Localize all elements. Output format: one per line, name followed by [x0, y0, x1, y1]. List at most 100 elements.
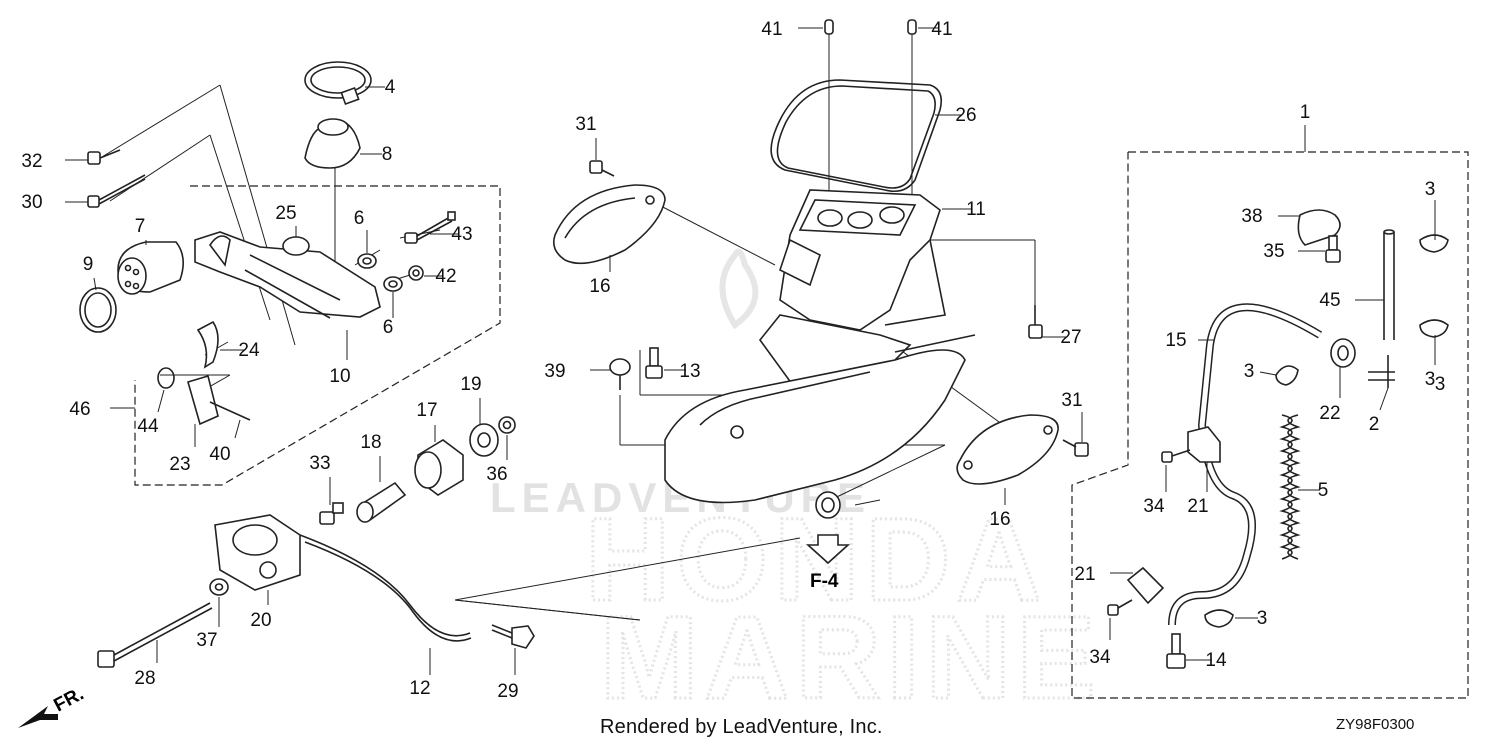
callout-p3c[interactable]: 3	[1244, 361, 1255, 382]
part-39-screw[interactable]	[609, 358, 631, 390]
part-16-cover-right[interactable]	[956, 414, 1059, 485]
callout-p40[interactable]: 40	[209, 444, 230, 465]
part-13-fitting[interactable]	[645, 347, 663, 379]
part-23-plate[interactable]	[187, 374, 219, 426]
callout-p44[interactable]: 44	[137, 416, 159, 437]
callout-p19[interactable]: 19	[460, 374, 481, 395]
callout-p10[interactable]: 10	[329, 366, 350, 387]
callout-p21b[interactable]: 21	[1074, 564, 1095, 585]
callout-p34a[interactable]: 34	[1143, 496, 1165, 517]
callout-p41a[interactable]: 41	[761, 19, 782, 40]
part-31-bolt-upper[interactable]	[589, 160, 615, 177]
callout-p16b[interactable]: 16	[989, 509, 1010, 530]
callout-p9[interactable]: 9	[83, 254, 94, 275]
part-30-bolt[interactable]	[87, 174, 146, 208]
part-12-cable[interactable]	[299, 534, 471, 637]
callout-p27[interactable]: 27	[1060, 327, 1081, 348]
callout-p3d[interactable]: 3	[1435, 374, 1446, 395]
callout-p16a[interactable]: 16	[589, 276, 610, 297]
part-33-bolt[interactable]	[319, 502, 344, 525]
callout-p5[interactable]: 5	[1318, 480, 1329, 501]
part-36-nut[interactable]	[498, 416, 516, 434]
part-24-clip[interactable]	[196, 320, 219, 369]
callout-p1[interactable]: 1	[1300, 102, 1311, 123]
callout-p39[interactable]: 39	[544, 361, 565, 382]
callout-p13[interactable]: 13	[679, 361, 700, 382]
callout-p20[interactable]: 20	[250, 610, 271, 631]
callout-p8[interactable]: 8	[382, 144, 393, 165]
callout-p7[interactable]: 7	[135, 216, 146, 237]
callout-p18[interactable]: 18	[360, 432, 381, 453]
callout-p34b[interactable]: 34	[1089, 647, 1111, 668]
callout-p41b[interactable]: 41	[931, 19, 952, 40]
part-f4-item[interactable]	[815, 491, 841, 519]
callout-p6a[interactable]: 6	[354, 208, 365, 229]
callout-p23[interactable]: 23	[169, 454, 190, 475]
callout-p12[interactable]: 12	[409, 678, 430, 699]
part-3-clip-b[interactable]	[1419, 319, 1449, 338]
part-4-clamp-band[interactable]	[304, 61, 372, 99]
callout-p2[interactable]: 2	[1369, 414, 1380, 435]
part-11-extension-case[interactable]	[664, 189, 976, 504]
part-26-gasket[interactable]	[770, 79, 943, 193]
part-42-nut[interactable]	[408, 265, 424, 281]
part-9-clip-ring[interactable]	[79, 287, 117, 333]
part-25-plug[interactable]	[282, 236, 310, 256]
callout-p22[interactable]: 22	[1319, 403, 1340, 424]
callout-p3b[interactable]: 3	[1425, 369, 1436, 390]
callout-p31a[interactable]: 31	[575, 114, 596, 135]
callout-p21a[interactable]: 21	[1187, 496, 1208, 517]
part-2-t-joint[interactable]	[1368, 355, 1395, 388]
part-44-ring[interactable]	[157, 367, 175, 389]
callout-p31b[interactable]: 31	[1061, 390, 1082, 411]
part-34-bolt-lower[interactable]	[1107, 599, 1133, 616]
callout-p29[interactable]: 29	[497, 681, 518, 702]
part-10-bracket[interactable]	[194, 231, 381, 319]
part-45-tube[interactable]	[1383, 229, 1395, 340]
part-3-clip-c[interactable]	[1275, 365, 1299, 386]
callout-p24[interactable]: 24	[238, 340, 260, 361]
callout-p35[interactable]: 35	[1263, 241, 1284, 262]
callout-p30[interactable]: 30	[21, 192, 42, 213]
callout-p45[interactable]: 45	[1319, 290, 1340, 311]
callout-p25[interactable]: 25	[275, 203, 296, 224]
part-8-boot[interactable]	[304, 119, 361, 169]
callout-p15[interactable]: 15	[1165, 330, 1186, 351]
part-6-grommet-lower[interactable]	[383, 276, 403, 292]
part-21-clamp-upper[interactable]	[1187, 426, 1221, 463]
part-7-connector[interactable]	[117, 241, 184, 295]
part-3-clip-a[interactable]	[1419, 234, 1449, 253]
callout-p46[interactable]: 46	[69, 399, 90, 420]
part-6-grommet-upper[interactable]	[357, 253, 377, 269]
part-35-fitting[interactable]	[1325, 235, 1341, 263]
part-28-long-bolt[interactable]	[97, 602, 213, 668]
callout-p32[interactable]: 32	[21, 151, 42, 172]
callout-p3e[interactable]: 3	[1257, 608, 1268, 629]
part-41-pin-right[interactable]	[907, 19, 917, 35]
part-22-collar[interactable]	[1330, 338, 1356, 368]
callout-p28[interactable]: 28	[134, 668, 155, 689]
part-17-bushing[interactable]	[414, 439, 464, 496]
part-20-housing[interactable]	[214, 514, 301, 591]
part-19-bearing[interactable]	[469, 423, 499, 457]
part-14-fitting[interactable]	[1166, 633, 1186, 669]
callout-p6b[interactable]: 6	[383, 317, 394, 338]
part-3-clip-d[interactable]	[1204, 609, 1234, 628]
part-41-pin-left[interactable]	[824, 19, 834, 35]
part-15-hose[interactable]	[1168, 303, 1323, 626]
callout-p17[interactable]: 17	[416, 400, 437, 421]
part-18-collar[interactable]	[356, 481, 407, 523]
callout-p43[interactable]: 43	[451, 224, 472, 245]
callout-p4[interactable]: 4	[385, 77, 396, 98]
part-21-clamp-lower[interactable]	[1126, 566, 1165, 605]
part-29-bolt[interactable]	[491, 624, 535, 649]
callout-p36[interactable]: 36	[486, 464, 507, 485]
part-43-bolt[interactable]	[404, 211, 456, 244]
callout-p33[interactable]: 33	[309, 453, 330, 474]
callout-p38[interactable]: 38	[1241, 206, 1262, 227]
part-27-bolt[interactable]	[1028, 305, 1043, 339]
part-37-washer[interactable]	[209, 578, 229, 596]
callout-p14[interactable]: 14	[1205, 650, 1227, 671]
part-31-bolt-lower[interactable]	[1062, 439, 1089, 457]
part-32-bolt[interactable]	[87, 149, 121, 165]
